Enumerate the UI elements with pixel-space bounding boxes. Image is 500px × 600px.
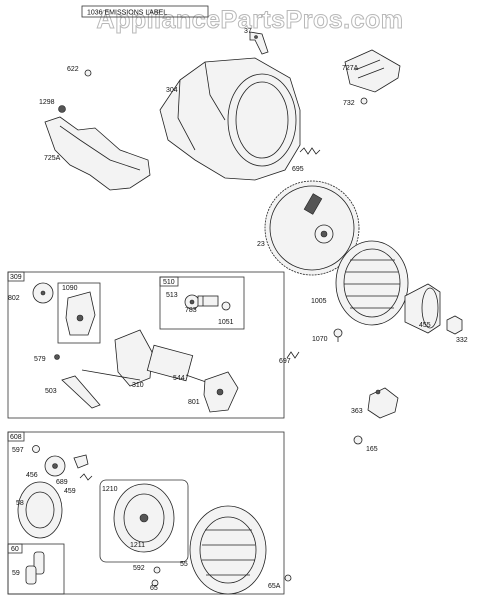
group-60-box	[7, 543, 65, 595]
label-65: 65	[150, 585, 158, 592]
label-59: 59	[12, 570, 20, 577]
label-332: 332	[456, 337, 468, 344]
label-456: 456	[26, 472, 38, 479]
part-59-handle[interactable]	[25, 551, 45, 585]
part-23-flywheel[interactable]	[264, 180, 360, 276]
label-65A: 65A	[268, 583, 281, 590]
label-725A: 725A	[44, 155, 61, 162]
part-65A-screw[interactable]	[284, 574, 292, 582]
label-597: 597	[12, 447, 24, 454]
part-725A-baffle[interactable]	[44, 116, 151, 191]
part-1051-nut[interactable]	[221, 301, 231, 311]
part-801-endcap[interactable]	[203, 371, 239, 413]
label-622: 622	[67, 66, 79, 73]
label-165: 165	[366, 446, 378, 453]
part-1090-endcap[interactable]	[65, 291, 96, 336]
part-592-screw[interactable]	[153, 566, 161, 574]
part-544-armature[interactable]	[146, 344, 207, 383]
part-304-blower-housing[interactable]	[159, 57, 301, 181]
part-695-spring[interactable]	[299, 147, 321, 155]
label-1051: 1051	[218, 319, 234, 326]
label-1211: 1211	[130, 542, 145, 549]
part-456-pawl-plate[interactable]	[44, 455, 66, 477]
label-310: 310	[132, 382, 144, 389]
label-60: 60	[11, 546, 19, 553]
watermark-text: AppliancePartsPros.com	[97, 6, 404, 34]
part-310-bolt[interactable]	[81, 369, 141, 381]
label-503: 503	[45, 388, 57, 395]
label-513: 513	[166, 292, 178, 299]
label-579: 579	[34, 356, 46, 363]
label-802: 802	[8, 295, 20, 302]
label-592: 592	[133, 565, 145, 572]
label-363: 363	[351, 408, 363, 415]
part-697-spring[interactable]	[286, 351, 300, 359]
part-459-spring[interactable]	[79, 473, 93, 481]
part-165-nut[interactable]	[353, 435, 363, 445]
part-597-screw[interactable]	[32, 445, 40, 453]
label-1298: 1298	[39, 99, 55, 106]
part-579-screw[interactable]	[54, 354, 60, 360]
part-802-plate[interactable]	[32, 282, 54, 304]
label-695: 695	[292, 166, 304, 173]
part-689-pawl[interactable]	[73, 454, 89, 469]
label-55: 55	[180, 561, 188, 568]
label-1210: 1210	[102, 486, 118, 493]
label-23: 23	[257, 241, 265, 248]
group-309-box	[7, 271, 285, 419]
part-1070-screw[interactable]	[333, 328, 343, 342]
label-510: 510	[163, 279, 175, 286]
emissions-label-box: 1036 EMISSIONS LABEL	[81, 5, 209, 18]
group-60-tag	[7, 543, 23, 554]
label-697: 697	[279, 358, 291, 365]
part-1210-pulley[interactable]	[113, 483, 175, 553]
part-332-nut[interactable]	[446, 315, 463, 335]
part-55-starter-housing[interactable]	[189, 505, 267, 595]
group-608-box	[7, 431, 285, 595]
part-455-cup[interactable]	[404, 283, 441, 334]
label-544: 544	[173, 375, 185, 382]
part-1298-screw[interactable]	[58, 105, 66, 113]
label-455: 455	[419, 322, 431, 329]
label-309: 309	[10, 274, 22, 281]
group-608-tag	[7, 431, 25, 442]
label-783: 783	[185, 307, 197, 314]
part-1005-fan[interactable]	[335, 240, 409, 326]
label-304: 304	[166, 87, 178, 94]
group-309-tag	[7, 271, 25, 282]
label-37: 37	[244, 28, 252, 35]
part-783-pinion[interactable]	[197, 295, 219, 307]
label-1070: 1070	[312, 336, 328, 343]
label-732: 732	[343, 100, 355, 107]
part-65-screw[interactable]	[151, 579, 159, 587]
label-689: 689	[56, 479, 68, 486]
part-58-rope-pulley[interactable]	[17, 481, 63, 539]
part-starter-housing[interactable]	[114, 329, 153, 387]
label-608: 608	[10, 434, 22, 441]
part-732-nut[interactable]	[360, 97, 368, 105]
label-727A: 727A	[342, 65, 359, 72]
label-58: 58	[16, 500, 24, 507]
label-1005: 1005	[311, 298, 327, 305]
label-1090: 1090	[62, 285, 78, 292]
group-1090-box	[57, 282, 101, 344]
group-1210-box	[99, 479, 189, 563]
part-622-nut[interactable]	[84, 69, 92, 77]
group-510-tag	[159, 276, 179, 287]
emissions-label-text: 1036 EMISSIONS LABEL	[87, 10, 167, 17]
part-37-bracket[interactable]	[249, 31, 269, 55]
part-503-bracket[interactable]	[61, 375, 101, 409]
label-801: 801	[188, 399, 200, 406]
group-510-box	[159, 276, 245, 330]
label-459: 459	[64, 488, 76, 495]
part-727A-guard[interactable]	[344, 49, 401, 93]
part-363-bracket[interactable]	[367, 387, 399, 419]
